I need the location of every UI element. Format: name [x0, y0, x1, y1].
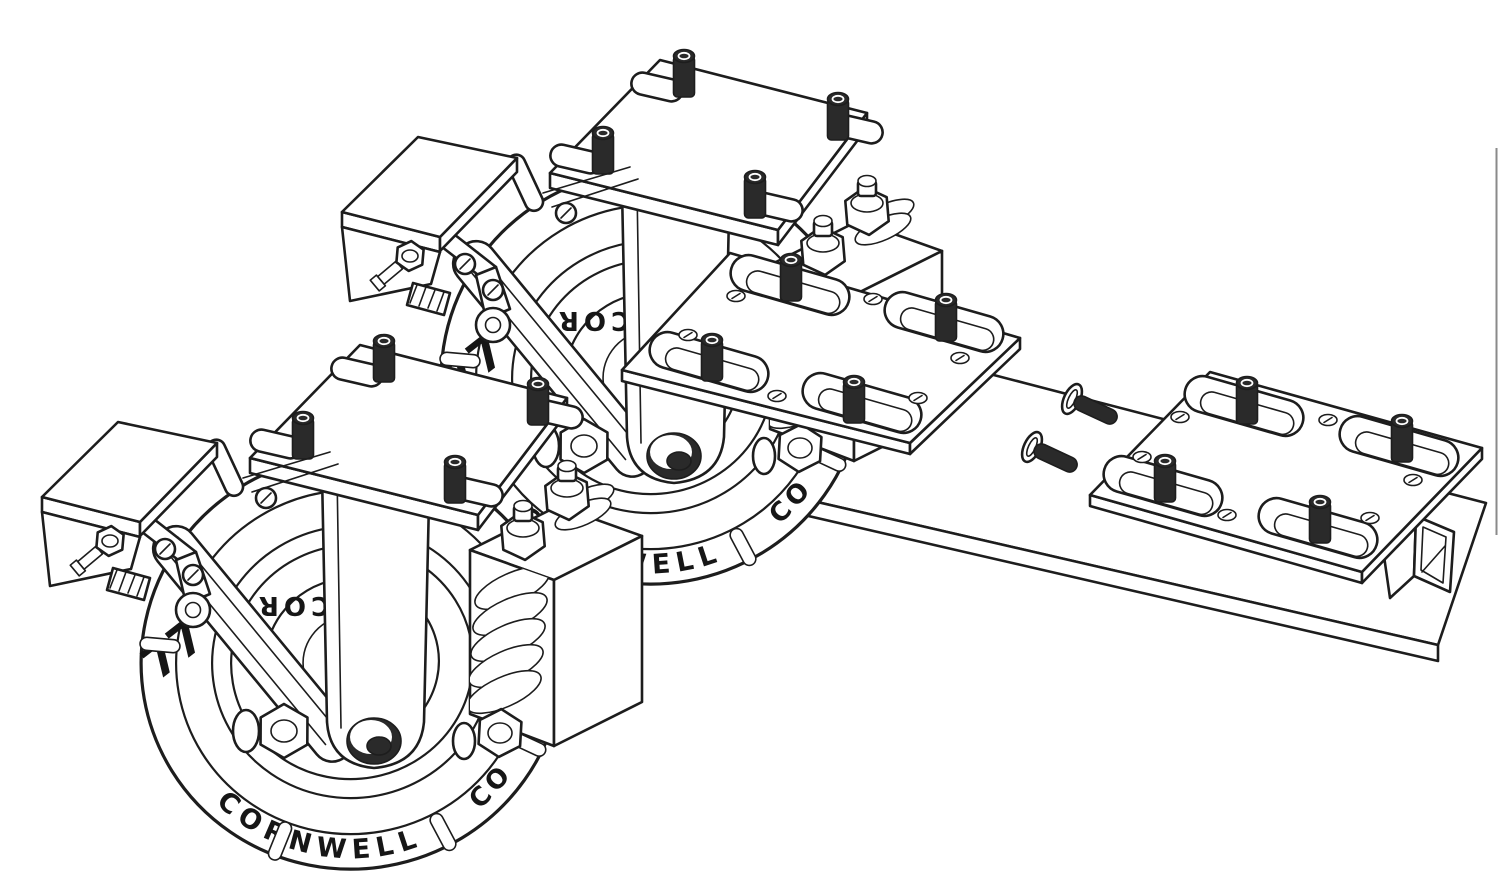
- front-caster-assembly: [42, 335, 642, 894]
- right-mounting-plate: [1088, 370, 1484, 585]
- left-mounting-plate: [620, 249, 1022, 456]
